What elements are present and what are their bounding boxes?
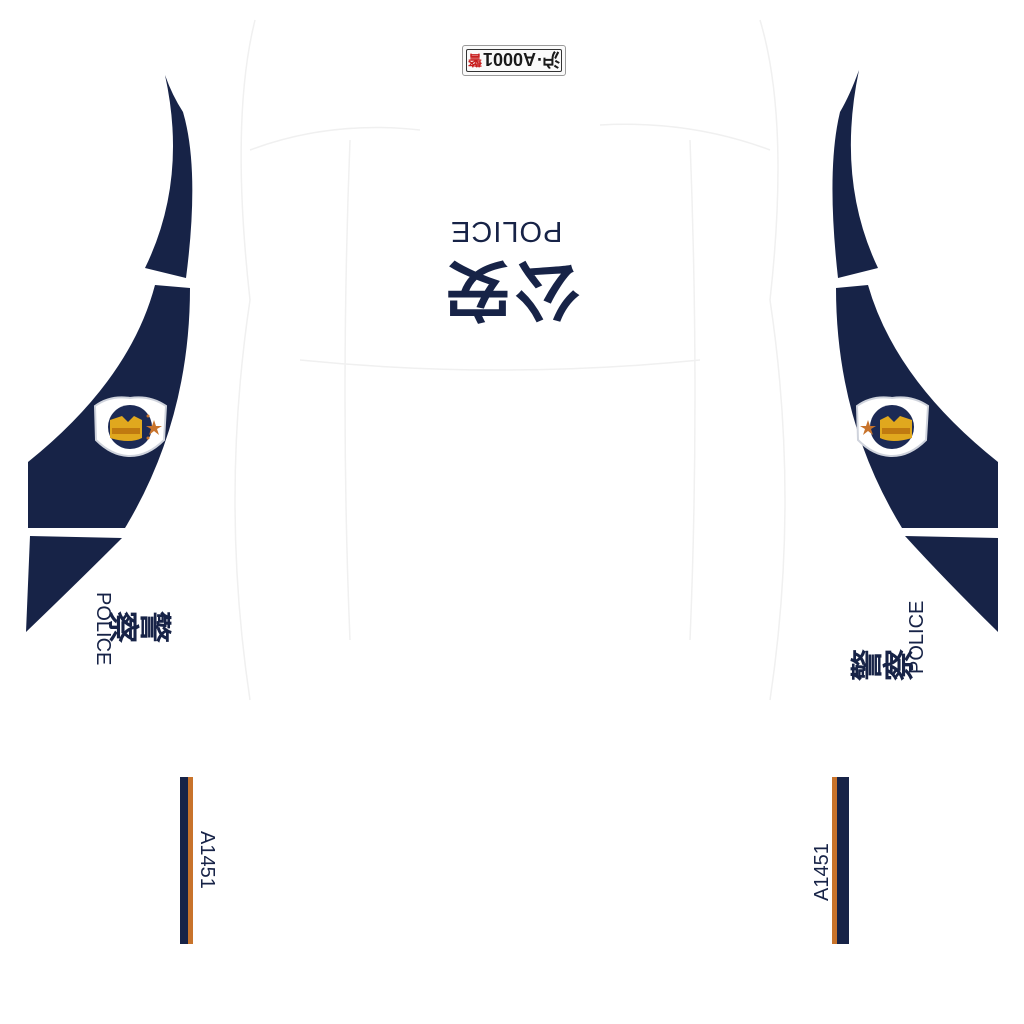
left-unit-number: A1451 <box>196 831 218 889</box>
left-side-chinese-label: 警察 <box>104 611 174 648</box>
roof-chinese-label: 公安 <box>441 251 581 328</box>
right-door-navy-stripe <box>837 777 849 944</box>
left-door-orange-stripe <box>188 777 193 944</box>
roof-english-label: POLICE <box>450 215 563 247</box>
right-unit-number: A1451 <box>811 843 833 901</box>
left-navy-stripe-upper <box>145 75 193 278</box>
license-plate-suffix: 警 <box>467 52 482 69</box>
left-navy-stripe-lower <box>26 536 122 632</box>
license-plate-number: 沪·A0001 <box>482 49 561 70</box>
left-door-navy-stripe <box>180 777 188 944</box>
right-navy-stripe-lower <box>905 536 998 632</box>
right-side-chinese-label: 警察 <box>848 644 918 681</box>
police-emblem-icon-right <box>855 396 930 458</box>
right-navy-stripe-upper <box>832 70 878 278</box>
right-door-orange-stripe <box>832 777 837 944</box>
police-emblem-icon <box>93 396 168 458</box>
uv-seam-lines <box>234 19 786 701</box>
